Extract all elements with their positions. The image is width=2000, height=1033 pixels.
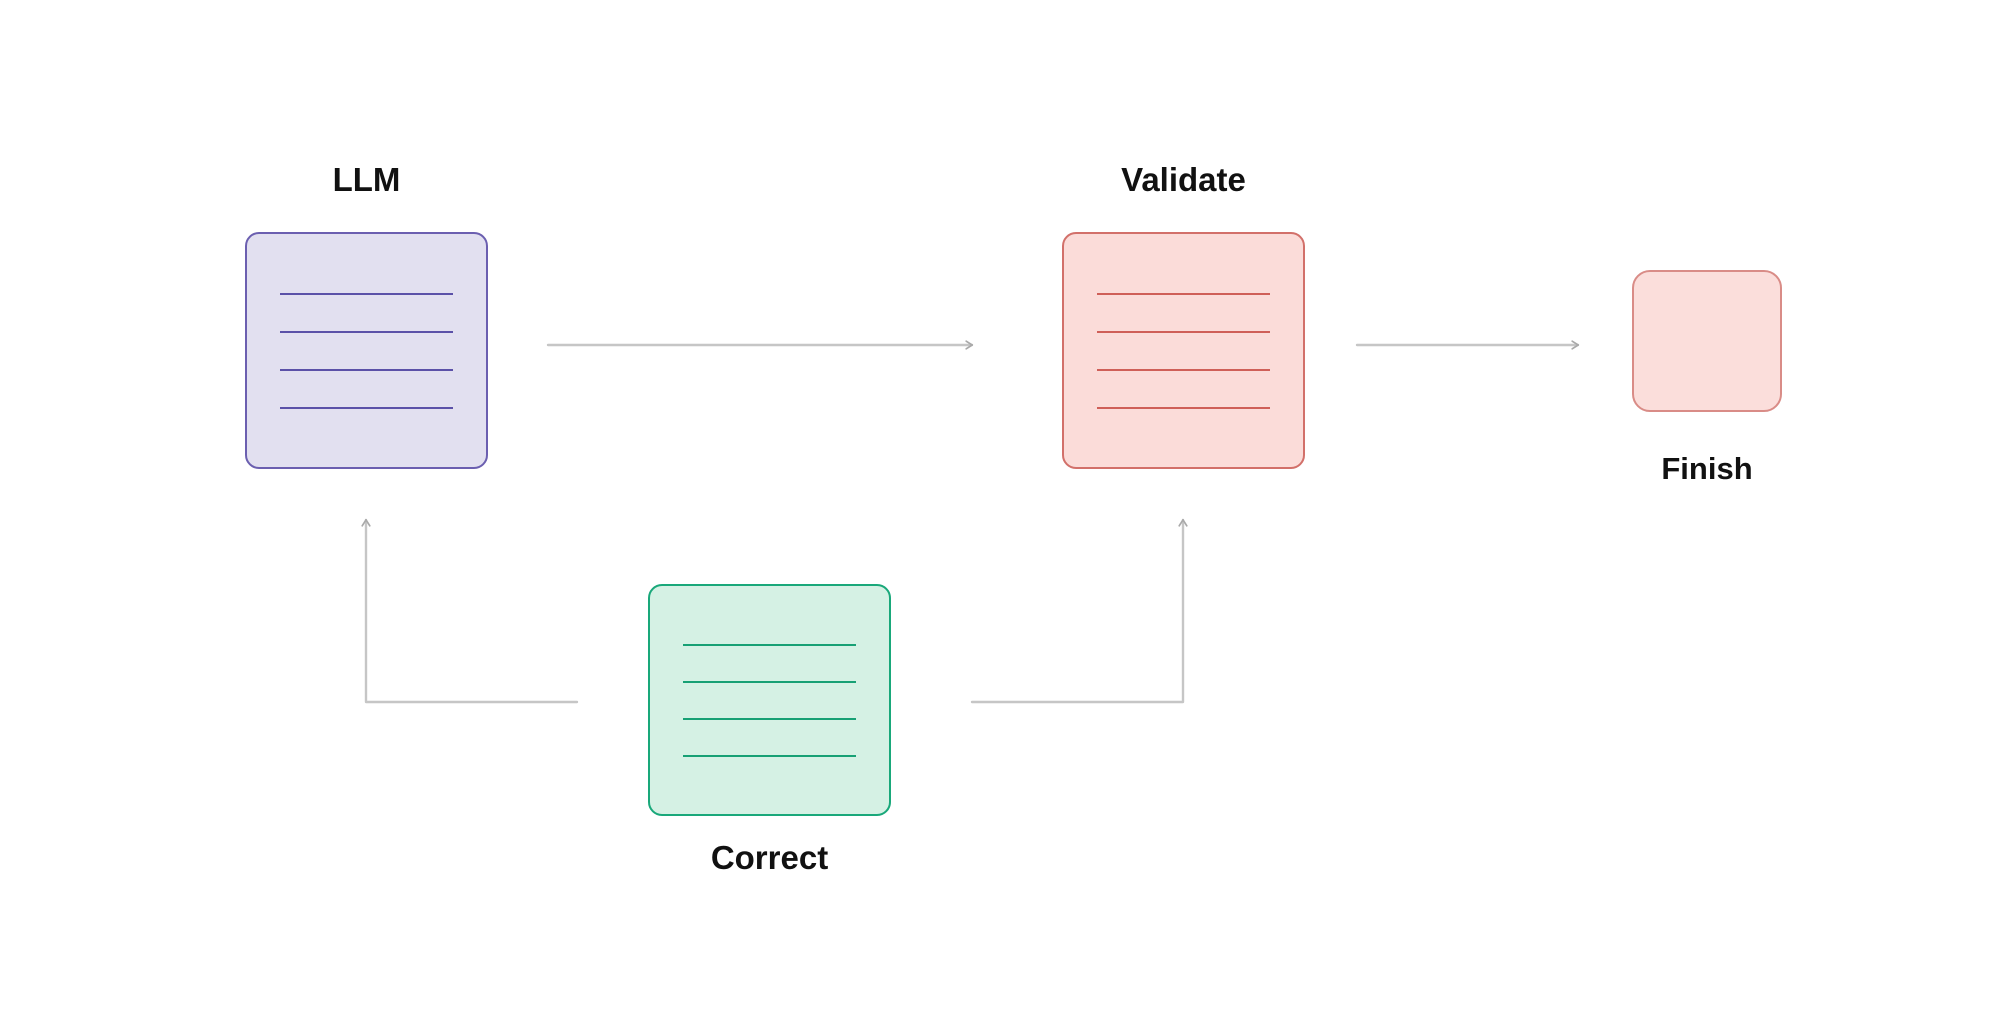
doc-line [683, 717, 856, 720]
node-llm-lines [247, 234, 486, 467]
doc-line [1097, 330, 1270, 333]
node-correct-lines [650, 586, 889, 814]
doc-line [280, 406, 453, 409]
node-validate-lines [1064, 234, 1303, 467]
node-label-finish: Finish [1661, 451, 1753, 486]
node-label-validate: Validate [1121, 161, 1246, 198]
doc-line [280, 368, 453, 371]
doc-line [1097, 292, 1270, 295]
doc-line [683, 754, 856, 757]
node-llm[interactable] [245, 232, 488, 469]
node-validate[interactable] [1062, 232, 1305, 469]
node-finish[interactable] [1632, 270, 1782, 412]
doc-line [280, 292, 453, 295]
doc-line [1097, 406, 1270, 409]
doc-line [280, 330, 453, 333]
edge-correct-to-validate [970, 518, 1188, 704]
node-label-llm: LLM [332, 161, 401, 198]
doc-line [683, 643, 856, 646]
doc-line [1097, 368, 1270, 371]
node-correct[interactable] [648, 584, 891, 816]
doc-line [683, 680, 856, 683]
node-label-correct: Correct [710, 839, 829, 876]
edge-correct-to-llm [361, 518, 579, 704]
